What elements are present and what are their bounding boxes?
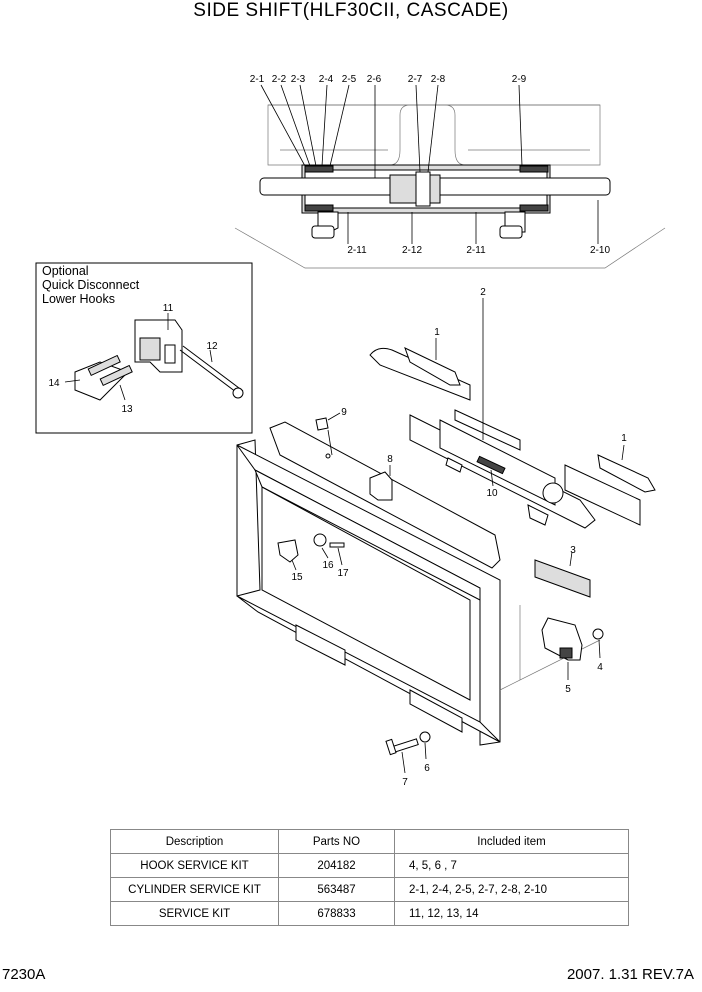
- callout-1-lower: 1: [621, 433, 627, 444]
- row-parts-no: 563487: [278, 877, 395, 902]
- row-parts-no: 678833: [278, 901, 395, 926]
- optional-line-1: Optional: [42, 264, 89, 278]
- callout-2-11-right: 2-11: [466, 245, 486, 256]
- callout-2-3: 2-3: [291, 74, 306, 85]
- callout-2-2: 2-2: [272, 74, 287, 85]
- callout-2-12: 2-12: [402, 245, 422, 256]
- callout-7: 7: [402, 777, 408, 788]
- callout-2-5: 2-5: [342, 74, 357, 85]
- cylinder-section-view: [234, 84, 666, 269]
- optional-line-2: Quick Disconnect: [42, 278, 140, 292]
- bolt-and-washer: [385, 731, 431, 774]
- table-header-row: Description Parts NO Included item: [110, 829, 629, 854]
- callout-2-6: 2-6: [367, 74, 382, 85]
- callout-2-8: 2-8: [431, 74, 446, 85]
- callout-3: 3: [570, 545, 576, 556]
- row-included: 4, 5, 6 , 7: [394, 853, 629, 878]
- header-parts-no: Parts NO: [278, 829, 395, 854]
- table-row: HOOK SERVICE KIT 204182 4, 5, 6 , 7: [110, 853, 629, 878]
- row-description: HOOK SERVICE KIT: [110, 853, 279, 878]
- revision-date: 2007. 1.31 REV.7A: [566, 966, 694, 983]
- callout-13: 13: [121, 404, 133, 415]
- callout-2-7: 2-7: [408, 74, 423, 85]
- row-parts-no: 204182: [278, 853, 395, 878]
- page-code: 7230A: [2, 966, 46, 983]
- callout-17: 17: [337, 568, 349, 579]
- service-kit-table: Description Parts NO Included item HOOK …: [110, 829, 629, 926]
- callout-labels: 2-1 2-2 2-3 2-4 2-5 2-6 2-7 2-8 2-9 2-11…: [48, 74, 627, 788]
- row-included: 11, 12, 13, 14: [394, 901, 629, 926]
- optional-box-text: Optional Quick Disconnect Lower Hooks: [42, 264, 140, 306]
- stopper-parts: [277, 533, 345, 571]
- row-included: 2-1, 2-4, 2-5, 2-7, 2-8, 2-10: [394, 877, 629, 902]
- callout-14: 14: [48, 378, 60, 389]
- cylinder-assembly: [409, 298, 596, 529]
- callout-10: 10: [486, 488, 498, 499]
- optional-hooks-box: [35, 262, 253, 434]
- callout-12: 12: [206, 341, 218, 352]
- callout-9: 9: [341, 407, 347, 418]
- header-description: Description: [110, 829, 279, 854]
- callout-2: 2: [480, 287, 486, 298]
- pad-and-hook: [534, 551, 604, 680]
- callout-5: 5: [565, 684, 571, 695]
- callout-2-4: 2-4: [319, 74, 334, 85]
- header-included-item: Included item: [394, 829, 629, 854]
- row-description: CYLINDER SERVICE KIT: [110, 877, 279, 902]
- callout-2-9: 2-9: [512, 74, 527, 85]
- callout-4: 4: [597, 662, 603, 673]
- table-row: SERVICE KIT 678833 11, 12, 13, 14: [110, 901, 629, 926]
- callout-6: 6: [424, 763, 430, 774]
- callout-2-11-left: 2-11: [347, 245, 367, 256]
- bearing-plates: [369, 338, 656, 526]
- callout-15: 15: [291, 572, 303, 583]
- callout-1-upper: 1: [434, 327, 440, 338]
- page-title: SIDE SHIFT(HLF30CII, CASCADE): [193, 0, 509, 21]
- callout-2-10: 2-10: [590, 245, 610, 256]
- callout-8: 8: [387, 454, 393, 465]
- callout-11: 11: [163, 303, 174, 314]
- callout-16: 16: [322, 560, 334, 571]
- optional-line-3: Lower Hooks: [42, 292, 115, 306]
- table-row: CYLINDER SERVICE KIT 563487 2-1, 2-4, 2-…: [110, 877, 629, 902]
- row-description: SERVICE KIT: [110, 901, 279, 926]
- callout-2-1: 2-1: [250, 74, 265, 85]
